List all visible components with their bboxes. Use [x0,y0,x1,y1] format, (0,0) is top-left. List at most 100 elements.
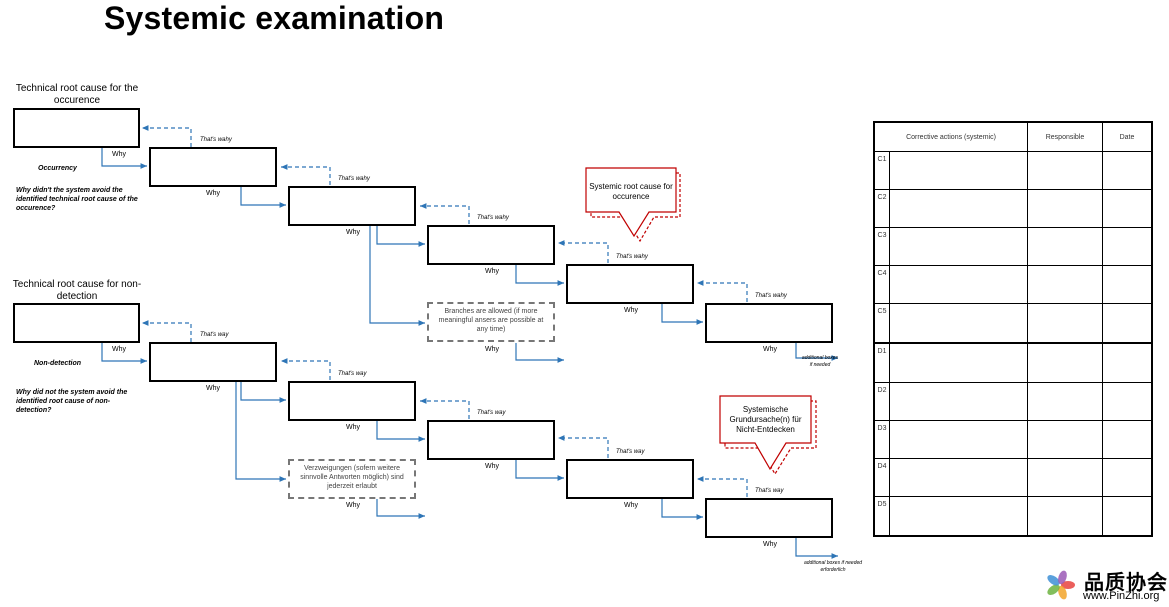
row-label: D2 [873,381,890,421]
date-cell[interactable] [1102,151,1153,190]
nondetection-why-box-4[interactable] [566,459,694,499]
responsible-cell[interactable] [1027,189,1103,228]
table-row: D4 [873,457,1153,497]
callout-nondetection-text: Systemische Grundursache(n) für Nicht-En… [729,405,802,434]
why-label: Why [624,502,638,509]
date-cell[interactable] [1102,457,1153,497]
corrective-action-cell[interactable] [889,151,1028,190]
date-cell[interactable] [1102,265,1153,304]
thats-why-label: That's wahy [477,215,509,221]
responsible-cell[interactable] [1027,227,1103,266]
table-row: D3 [873,419,1153,459]
corrective-action-cell[interactable] [889,419,1028,459]
callout-occurrence-shape [585,167,681,243]
nondetection-why-box-2[interactable] [288,381,416,421]
thats-way-label: That's way [755,488,784,494]
why-label: Why [485,268,499,275]
occurrence-label: Occurrency [38,165,77,172]
occurrence-why-box-2[interactable] [288,186,416,226]
logo-petal [1058,585,1067,600]
corrective-action-cell[interactable] [889,341,1028,383]
date-cell[interactable] [1102,302,1153,344]
why-label: Why [112,151,126,158]
why-label: Why [206,190,220,197]
occurrence-why-box-4[interactable] [566,264,694,304]
row-label: D1 [873,341,890,383]
additional-boxes-note-de: additional boxes if needed erforderlich [803,560,863,573]
why-label: Why [485,463,499,470]
occurrence-header: Technical root cause for the occurence [15,83,139,106]
branch-note-en: Branches are allowed (if more meaningful… [427,302,555,342]
occurrence-root-cause-box[interactable] [13,108,140,148]
table-header-row: Corrective actions (systemic) Responsibl… [873,121,1153,152]
additional-boxes-note-en: additional boxes if needed [801,355,839,368]
nondetection-root-cause-box[interactable] [13,303,140,343]
callout-occurrence-text: Systemic root cause for occurence [589,182,673,201]
responsible-cell[interactable] [1027,419,1103,459]
date-cell[interactable] [1102,341,1153,383]
table-row: D1 [873,341,1153,383]
responsible-cell[interactable] [1027,151,1103,190]
responsible-cell[interactable] [1027,495,1103,537]
col-header-corrective-actions: Corrective actions (systemic) [873,121,1028,152]
date-cell[interactable] [1102,189,1153,228]
connector-diagram [101,125,838,559]
thats-why-label: That's wahy [200,137,232,143]
corrective-action-cell[interactable] [889,457,1028,497]
table-row: C3 [873,227,1153,266]
page-title: Systemic examination [104,0,445,36]
table-row: C4 [873,265,1153,304]
corrective-action-cell[interactable] [889,495,1028,537]
occurrence-question: Why didn't the system avoid the identifi… [16,187,138,212]
why-label: Why [346,229,360,236]
thats-way-label: That's way [616,449,645,455]
why-label: Why [763,346,777,353]
thats-way-label: That's way [338,371,367,377]
nondetection-why-box-5[interactable] [705,498,833,538]
date-cell[interactable] [1102,381,1153,421]
thats-way-label: That's way [200,332,229,338]
logo-flower-icon [1047,570,1075,600]
corrective-action-cell[interactable] [889,381,1028,421]
corrective-actions-table: Corrective actions (systemic) Responsibl… [873,121,1153,537]
nondetection-why-box-1[interactable] [149,342,277,382]
date-cell[interactable] [1102,495,1153,537]
row-label: D3 [873,419,890,459]
col-header-date: Date [1102,121,1153,152]
thats-why-label: That's wahy [338,176,370,182]
branch-note-de: Verzweigungen (sofern weitere sinnvolle … [288,459,416,499]
occurrence-why-box-3[interactable] [427,225,555,265]
responsible-cell[interactable] [1027,302,1103,344]
responsible-cell[interactable] [1027,265,1103,304]
nondetection-label: Non-detection [34,360,82,367]
thats-why-label: That's wahy [755,293,787,299]
corrective-action-cell[interactable] [889,227,1028,266]
logo-petal [1047,575,1060,586]
logo-petal [1058,570,1067,585]
corrective-action-cell[interactable] [889,189,1028,228]
thats-way-label: That's way [477,410,506,416]
row-label: C4 [873,265,890,304]
nondetection-why-box-3[interactable] [427,420,555,460]
responsible-cell[interactable] [1027,381,1103,421]
occurrence-why-box-1[interactable] [149,147,277,187]
row-label: C1 [873,151,890,190]
why-label: Why [346,424,360,431]
table-row: C2 [873,189,1153,228]
thats-why-label: That's wahy [616,254,648,260]
corrective-action-cell[interactable] [889,302,1028,344]
table-row: D5 [873,495,1153,537]
callout-nondetection-shape [719,395,817,476]
why-label: Why [112,346,126,353]
occurrence-why-box-5[interactable] [705,303,833,343]
responsible-cell[interactable] [1027,457,1103,497]
nondetection-question: Why did not the system avoid the identif… [16,389,128,414]
corrective-action-cell[interactable] [889,265,1028,304]
date-cell[interactable] [1102,227,1153,266]
row-label: C2 [873,189,890,228]
logo-chinese-text: 品质协会 [1084,570,1168,594]
why-label: Why [624,307,638,314]
date-cell[interactable] [1102,419,1153,459]
responsible-cell[interactable] [1027,341,1103,383]
col-header-responsible: Responsible [1027,121,1103,152]
